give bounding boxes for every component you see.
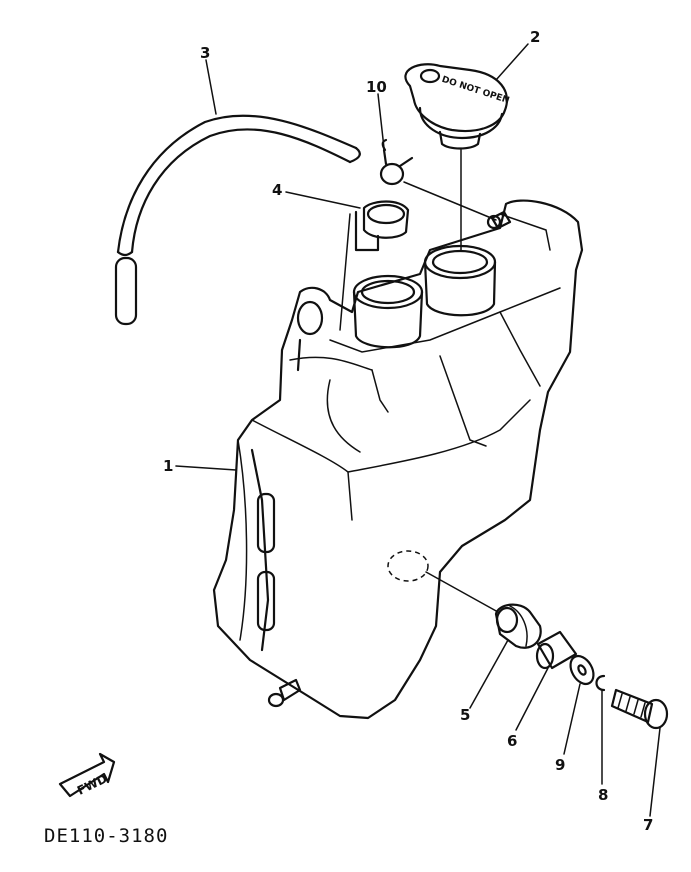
tank-cap: DO NOT OPEN <box>404 63 511 150</box>
fwd-label: FWD <box>75 771 109 797</box>
cap-marking: DO NOT OPEN <box>440 75 510 106</box>
callout-8: 8 <box>598 786 608 804</box>
leader-lines <box>175 43 661 817</box>
fwd-arrow-icon: FWD <box>58 752 116 798</box>
callout-3: 3 <box>200 44 210 62</box>
callout-9: 9 <box>555 756 565 774</box>
grommet <box>494 603 542 649</box>
callout-10: 10 <box>366 78 387 96</box>
bolt <box>610 688 669 730</box>
collar <box>535 630 578 670</box>
callout-6: 6 <box>507 732 517 750</box>
callout-5: 5 <box>460 706 470 724</box>
callout-7: 7 <box>643 816 653 834</box>
breather-hose <box>114 114 361 326</box>
hose-clip <box>379 138 414 186</box>
hose-holder <box>354 200 410 252</box>
lock-washer <box>595 674 606 692</box>
callout-1: 1 <box>163 457 173 475</box>
callout-4: 4 <box>272 181 282 199</box>
washer <box>569 654 595 686</box>
oil-tank <box>212 199 584 720</box>
callout-2: 2 <box>530 28 540 46</box>
diagram-code: DE110-3180 <box>44 825 168 847</box>
